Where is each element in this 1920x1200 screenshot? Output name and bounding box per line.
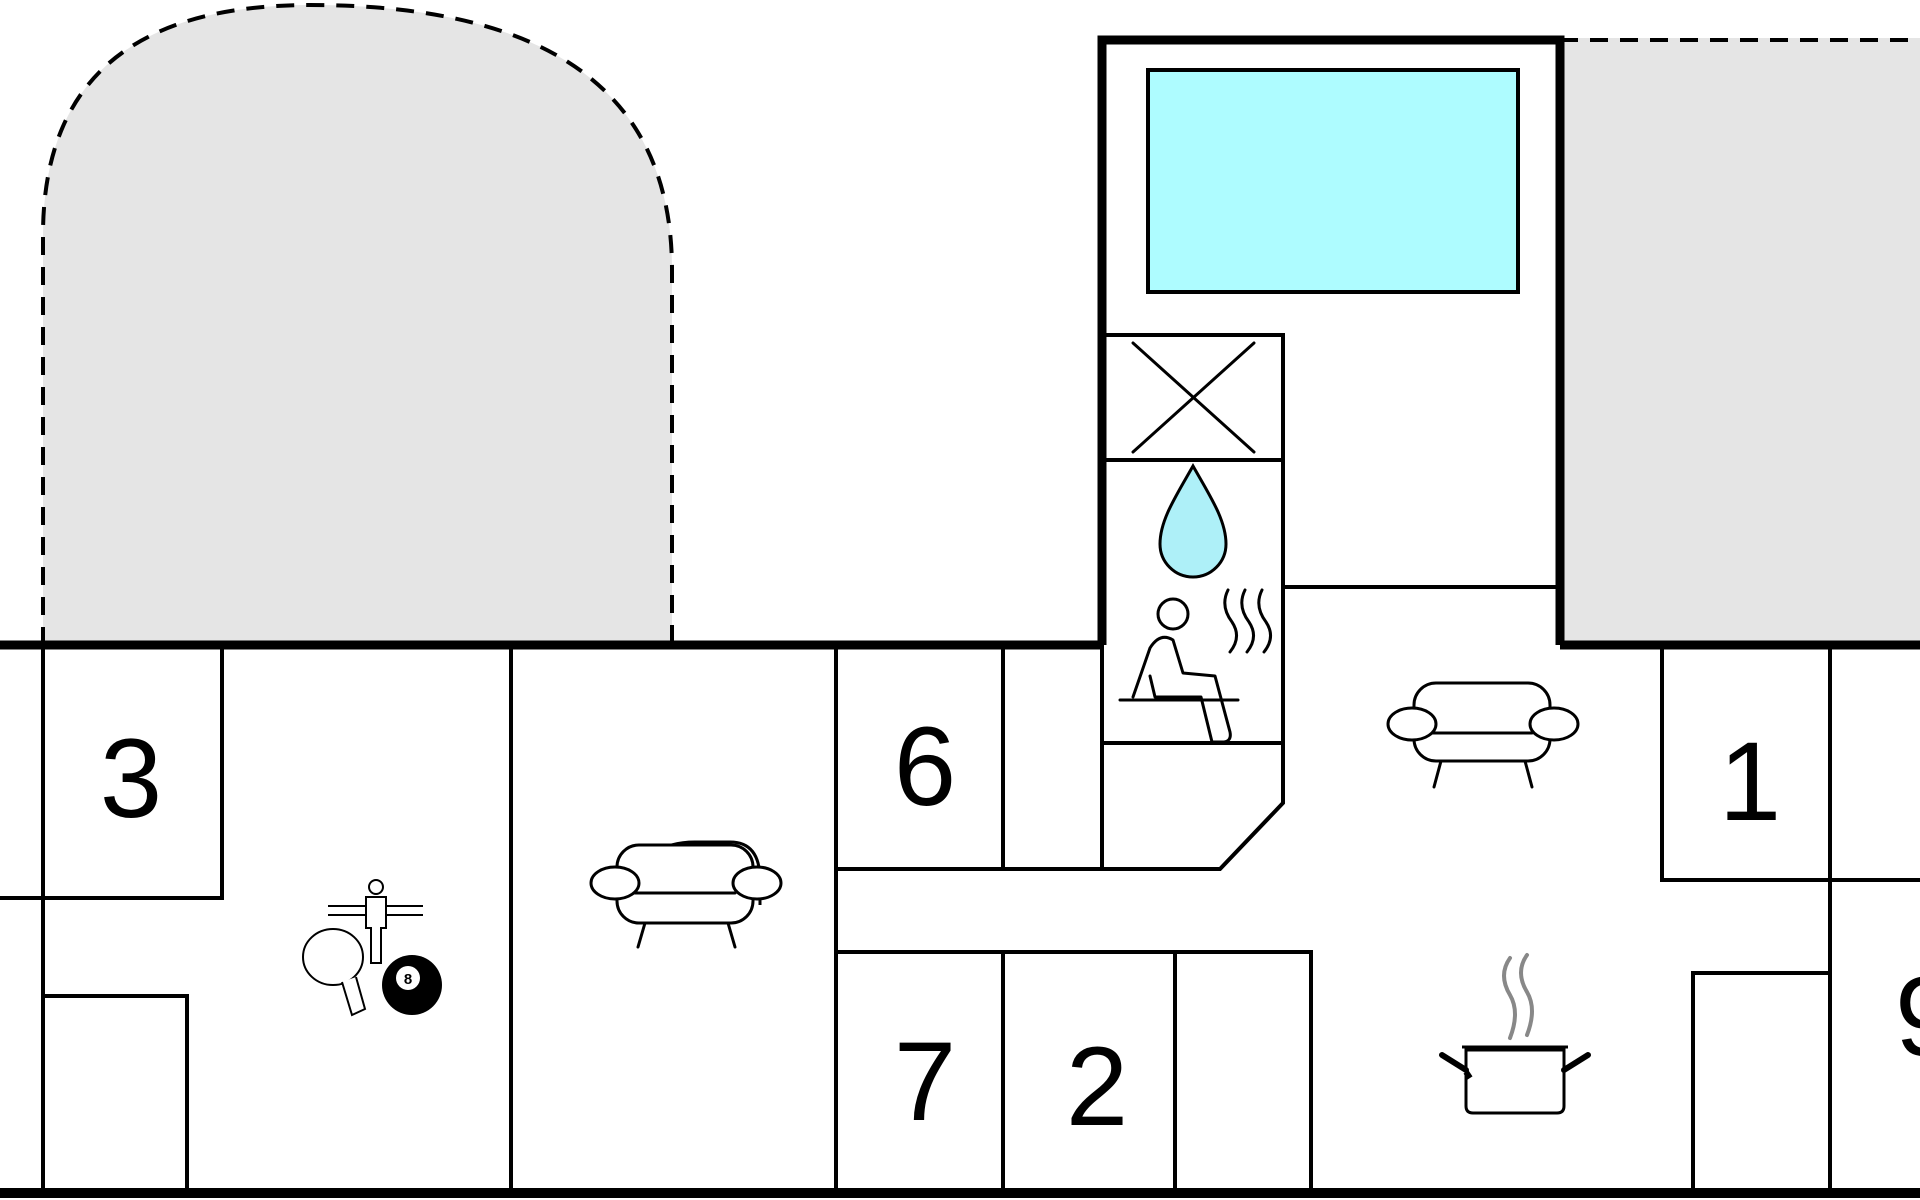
sauna-icon (1118, 588, 1272, 744)
void-cross-icon (1131, 341, 1256, 454)
sofa-icon (589, 840, 783, 949)
games-icon: 8 (302, 879, 442, 1017)
pool-room (1097, 35, 1565, 645)
terrace-right (1560, 38, 1920, 645)
pool-icon (1146, 68, 1520, 294)
room-number-7: 7 (894, 1019, 956, 1144)
room-number-3: 3 (100, 716, 162, 841)
room-number-9: 9 (1895, 954, 1920, 1079)
cooking-pot-icon (1439, 953, 1591, 1115)
water-drop-icon (1158, 462, 1228, 579)
sofa-icon (1386, 681, 1580, 789)
room-number-6: 6 (894, 704, 956, 829)
interior-walls (0, 333, 1920, 1193)
room-number-1: 1 (1719, 719, 1781, 844)
terrace-left (41, 2, 674, 645)
room-number-2: 2 (1066, 1024, 1128, 1149)
svg-text:8: 8 (404, 971, 412, 988)
